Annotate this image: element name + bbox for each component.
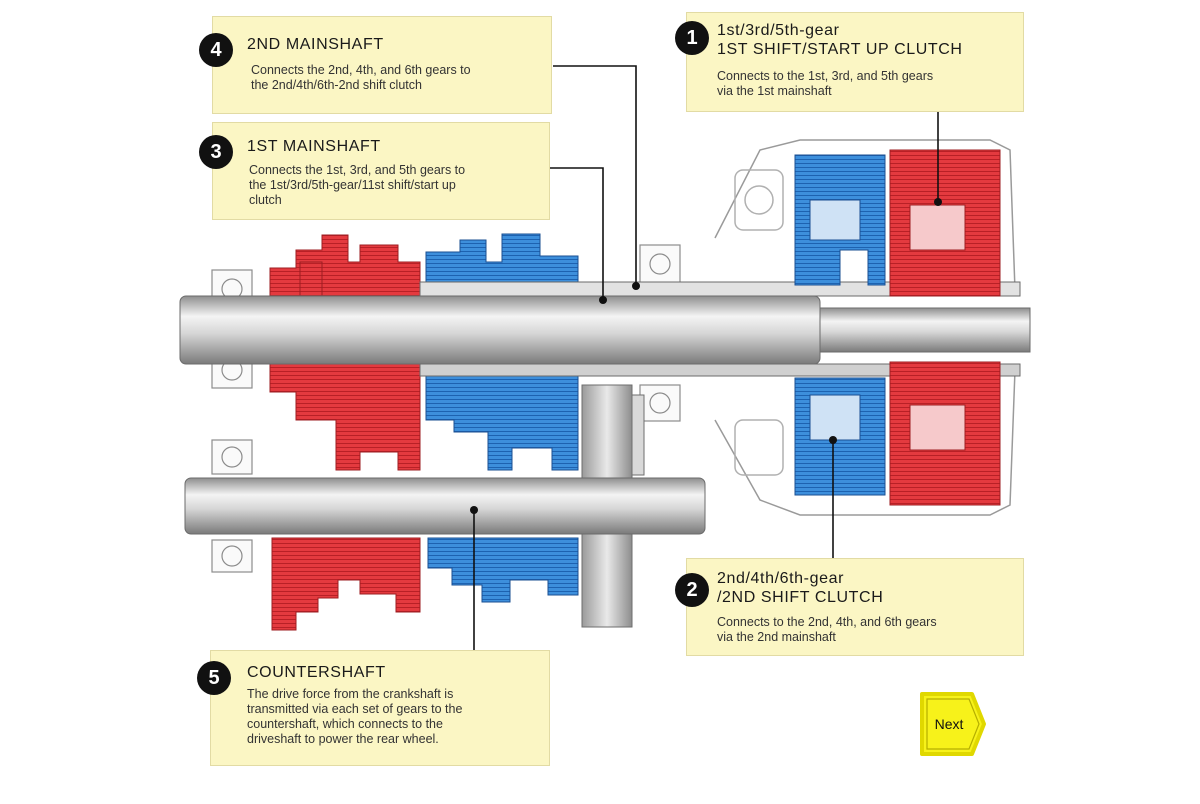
callout-description: Connects the 1st, 3rd, and 5th gears to …: [249, 163, 466, 207]
callout-description: The drive force from the crankshaft is t…: [247, 687, 463, 746]
leader-line-3: [550, 167, 604, 300]
leader-line-4: [553, 65, 637, 286]
odd-clutch-pack: [889, 149, 1001, 506]
callout-1st-mainshaft: 3 1ST MAINSHAFT Connects the 1st, 3rd, a…: [199, 122, 550, 220]
next-arrow-shape: [920, 692, 986, 756]
callout-number-badge: 4: [199, 33, 233, 67]
callout-1st-shift-start-up-clutch: 1 1st/3rd/5th-gear 1ST SHIFT/START UP CL…: [675, 12, 1024, 112]
callout-number-badge: 2: [675, 573, 709, 607]
callout-countershaft: 5 COUNTERSHAFT The drive force from the …: [197, 650, 550, 766]
even-clutch-pack: [794, 154, 886, 496]
callout-number-badge: 5: [197, 661, 231, 695]
callout-2nd-mainshaft: 4 2ND MAINSHAFT Connects the 2nd, 4th, a…: [199, 16, 552, 114]
mainshaft-assembly: [179, 281, 1031, 377]
callout-number-badge: 1: [675, 21, 709, 55]
leader-lines: [473, 65, 939, 650]
countershaft-drawing: [184, 477, 706, 535]
next-button[interactable]: Next: [916, 690, 988, 758]
primary-drive-gear: [581, 384, 645, 628]
callout-description: Connects to the 2nd, 4th, and 6th gears …: [717, 615, 937, 644]
odd-gear-set-bottom: [269, 359, 421, 631]
callout-title: 1ST MAINSHAFT: [247, 138, 381, 155]
callout-title: COUNTERSHAFT: [247, 664, 386, 681]
leader-dots: [470, 198, 942, 514]
next-button-label: Next: [934, 716, 964, 732]
callout-description: Connects the 2nd, 4th, and 6th gears to …: [251, 63, 471, 92]
clutch-housing: [714, 139, 1016, 516]
callout-2nd-shift-clutch: 2 2nd/4th/6th-gear /2ND SHIFT CLUTCH Con…: [675, 558, 1024, 656]
callout-description: Connects to the 1st, 3rd, and 5th gears …: [717, 69, 934, 98]
odd-gear-set-top: [269, 234, 421, 297]
even-gear-set-top: [425, 233, 579, 283]
callout-number-badge: 3: [199, 135, 233, 169]
callout-title: 2ND MAINSHAFT: [247, 36, 384, 53]
callout-title: 2nd/4th/6th-gear /2ND SHIFT CLUTCH: [717, 570, 884, 606]
even-gear-set-bottom: [425, 371, 579, 603]
callout-title: 1st/3rd/5th-gear 1ST SHIFT/START UP CLUT…: [717, 22, 963, 58]
